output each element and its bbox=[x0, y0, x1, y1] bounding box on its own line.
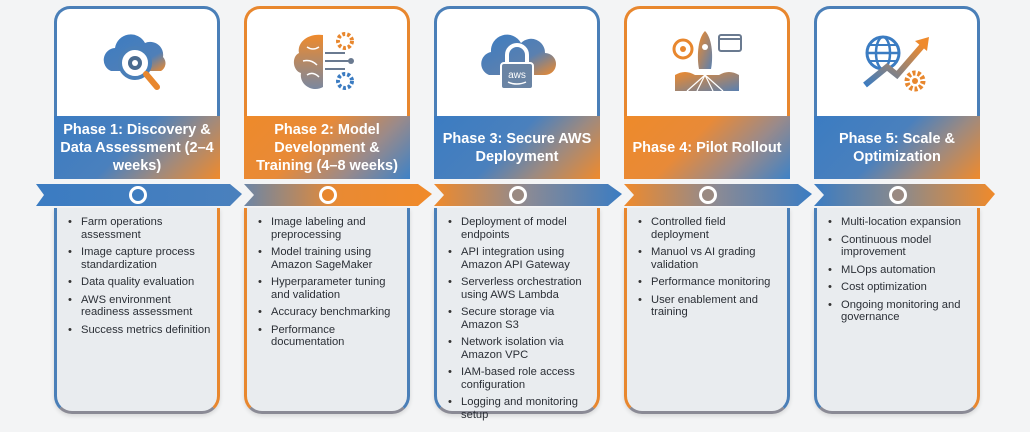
phase-4-details: Controlled field deployment Manuol vs AI… bbox=[624, 208, 790, 414]
phase-3-item: Network isolation via Amazon VPC bbox=[448, 336, 591, 361]
phase-4-item: User enablement and training bbox=[638, 294, 781, 319]
phase-4-timeline-node bbox=[699, 186, 717, 204]
phase-3-item: Secure storage via Amazon S3 bbox=[448, 306, 591, 331]
phase-3-item: Serverless orchestration using AWS Lambd… bbox=[448, 276, 591, 301]
phase-5-icon-panel bbox=[814, 6, 980, 116]
rocket-launch-icon bbox=[627, 21, 787, 107]
phase-2-item: Accuracy benchmarking bbox=[258, 306, 401, 319]
phase-5-item: Cost optimization bbox=[828, 281, 971, 294]
phase-1-item: Image capture process standardization bbox=[68, 246, 211, 271]
phase-3-item: Deployment of model endpoints bbox=[448, 216, 591, 241]
phase-3-details: Deployment of model endpoints API integr… bbox=[434, 208, 600, 421]
phase-2-item: Image labeling and preprocessing bbox=[258, 216, 401, 241]
phase-1-title: Phase 1: Discovery & Data Assessment (2–… bbox=[54, 116, 220, 179]
phase-2-icon-panel bbox=[244, 6, 410, 116]
phase-2-details: Image labeling and preprocessing Model t… bbox=[244, 208, 410, 414]
phase-4-item: Controlled field deployment bbox=[638, 216, 781, 241]
phase-3-item: Logging and monitoring setup bbox=[448, 396, 591, 421]
timeline-arrow-2 bbox=[244, 184, 432, 206]
phase-1-timeline-node bbox=[129, 186, 147, 204]
timeline-arrow-3 bbox=[434, 184, 622, 206]
phase-5-timeline-node bbox=[889, 186, 907, 204]
phase-1-item: Data quality evaluation bbox=[68, 276, 211, 289]
phase-4-item: Manuol vs AI grading validation bbox=[638, 246, 781, 271]
phase-1-icon-panel bbox=[54, 6, 220, 116]
phase-1-item: Farm operations assessment bbox=[68, 216, 211, 241]
phase-5-details: Multi-location expansion Continuous mode… bbox=[814, 208, 980, 414]
phase-5-item: Ongoing monitoring and governance bbox=[828, 299, 971, 324]
phase-4-item: Performance monitoring bbox=[638, 276, 781, 289]
timeline-arrow-4 bbox=[624, 184, 812, 206]
phase-3-item: API integration using Amazon API Gateway bbox=[448, 246, 591, 271]
phase-3-item: IAM-based role access configuration bbox=[448, 366, 591, 391]
phase-3-icon-panel: aws bbox=[434, 6, 600, 116]
brain-gears-icon bbox=[247, 21, 407, 107]
phase-5-item: Multi-location expansion bbox=[828, 216, 971, 229]
phase-2-item: Hyperparameter tuning and validation bbox=[258, 276, 401, 301]
cloud-lock-aws-icon: aws bbox=[437, 21, 597, 107]
phase-1-item: AWS environment readiness assessment bbox=[68, 294, 211, 319]
phase-3-timeline-node bbox=[509, 186, 527, 204]
phase-4-icon-panel bbox=[624, 6, 790, 116]
phase-2-title: Phase 2: Model Development & Training (4… bbox=[244, 116, 410, 179]
phase-5-item: MLOps automation bbox=[828, 264, 971, 277]
globe-growth-gear-icon bbox=[817, 21, 977, 107]
phase-2-item: Model training using Amazon SageMaker bbox=[258, 246, 401, 271]
phase-4-title: Phase 4: Pilot Rollout bbox=[624, 116, 790, 179]
phase-1-details: Farm operations assessment Image capture… bbox=[54, 208, 220, 414]
phase-2-item: Performance documentation bbox=[258, 324, 401, 349]
aws-logo-text: aws bbox=[508, 70, 526, 81]
phase-2-timeline-node bbox=[319, 186, 337, 204]
phase-5-item: Continuous model improvement bbox=[828, 234, 971, 259]
phase-1-item: Success metrics definition bbox=[68, 324, 211, 337]
phase-3-title: Phase 3: Secure AWS Deployment bbox=[434, 116, 600, 179]
phase-5-title: Phase 5: Scale & Optimization bbox=[814, 116, 980, 179]
cloud-magnifier-gear-icon bbox=[57, 21, 217, 107]
